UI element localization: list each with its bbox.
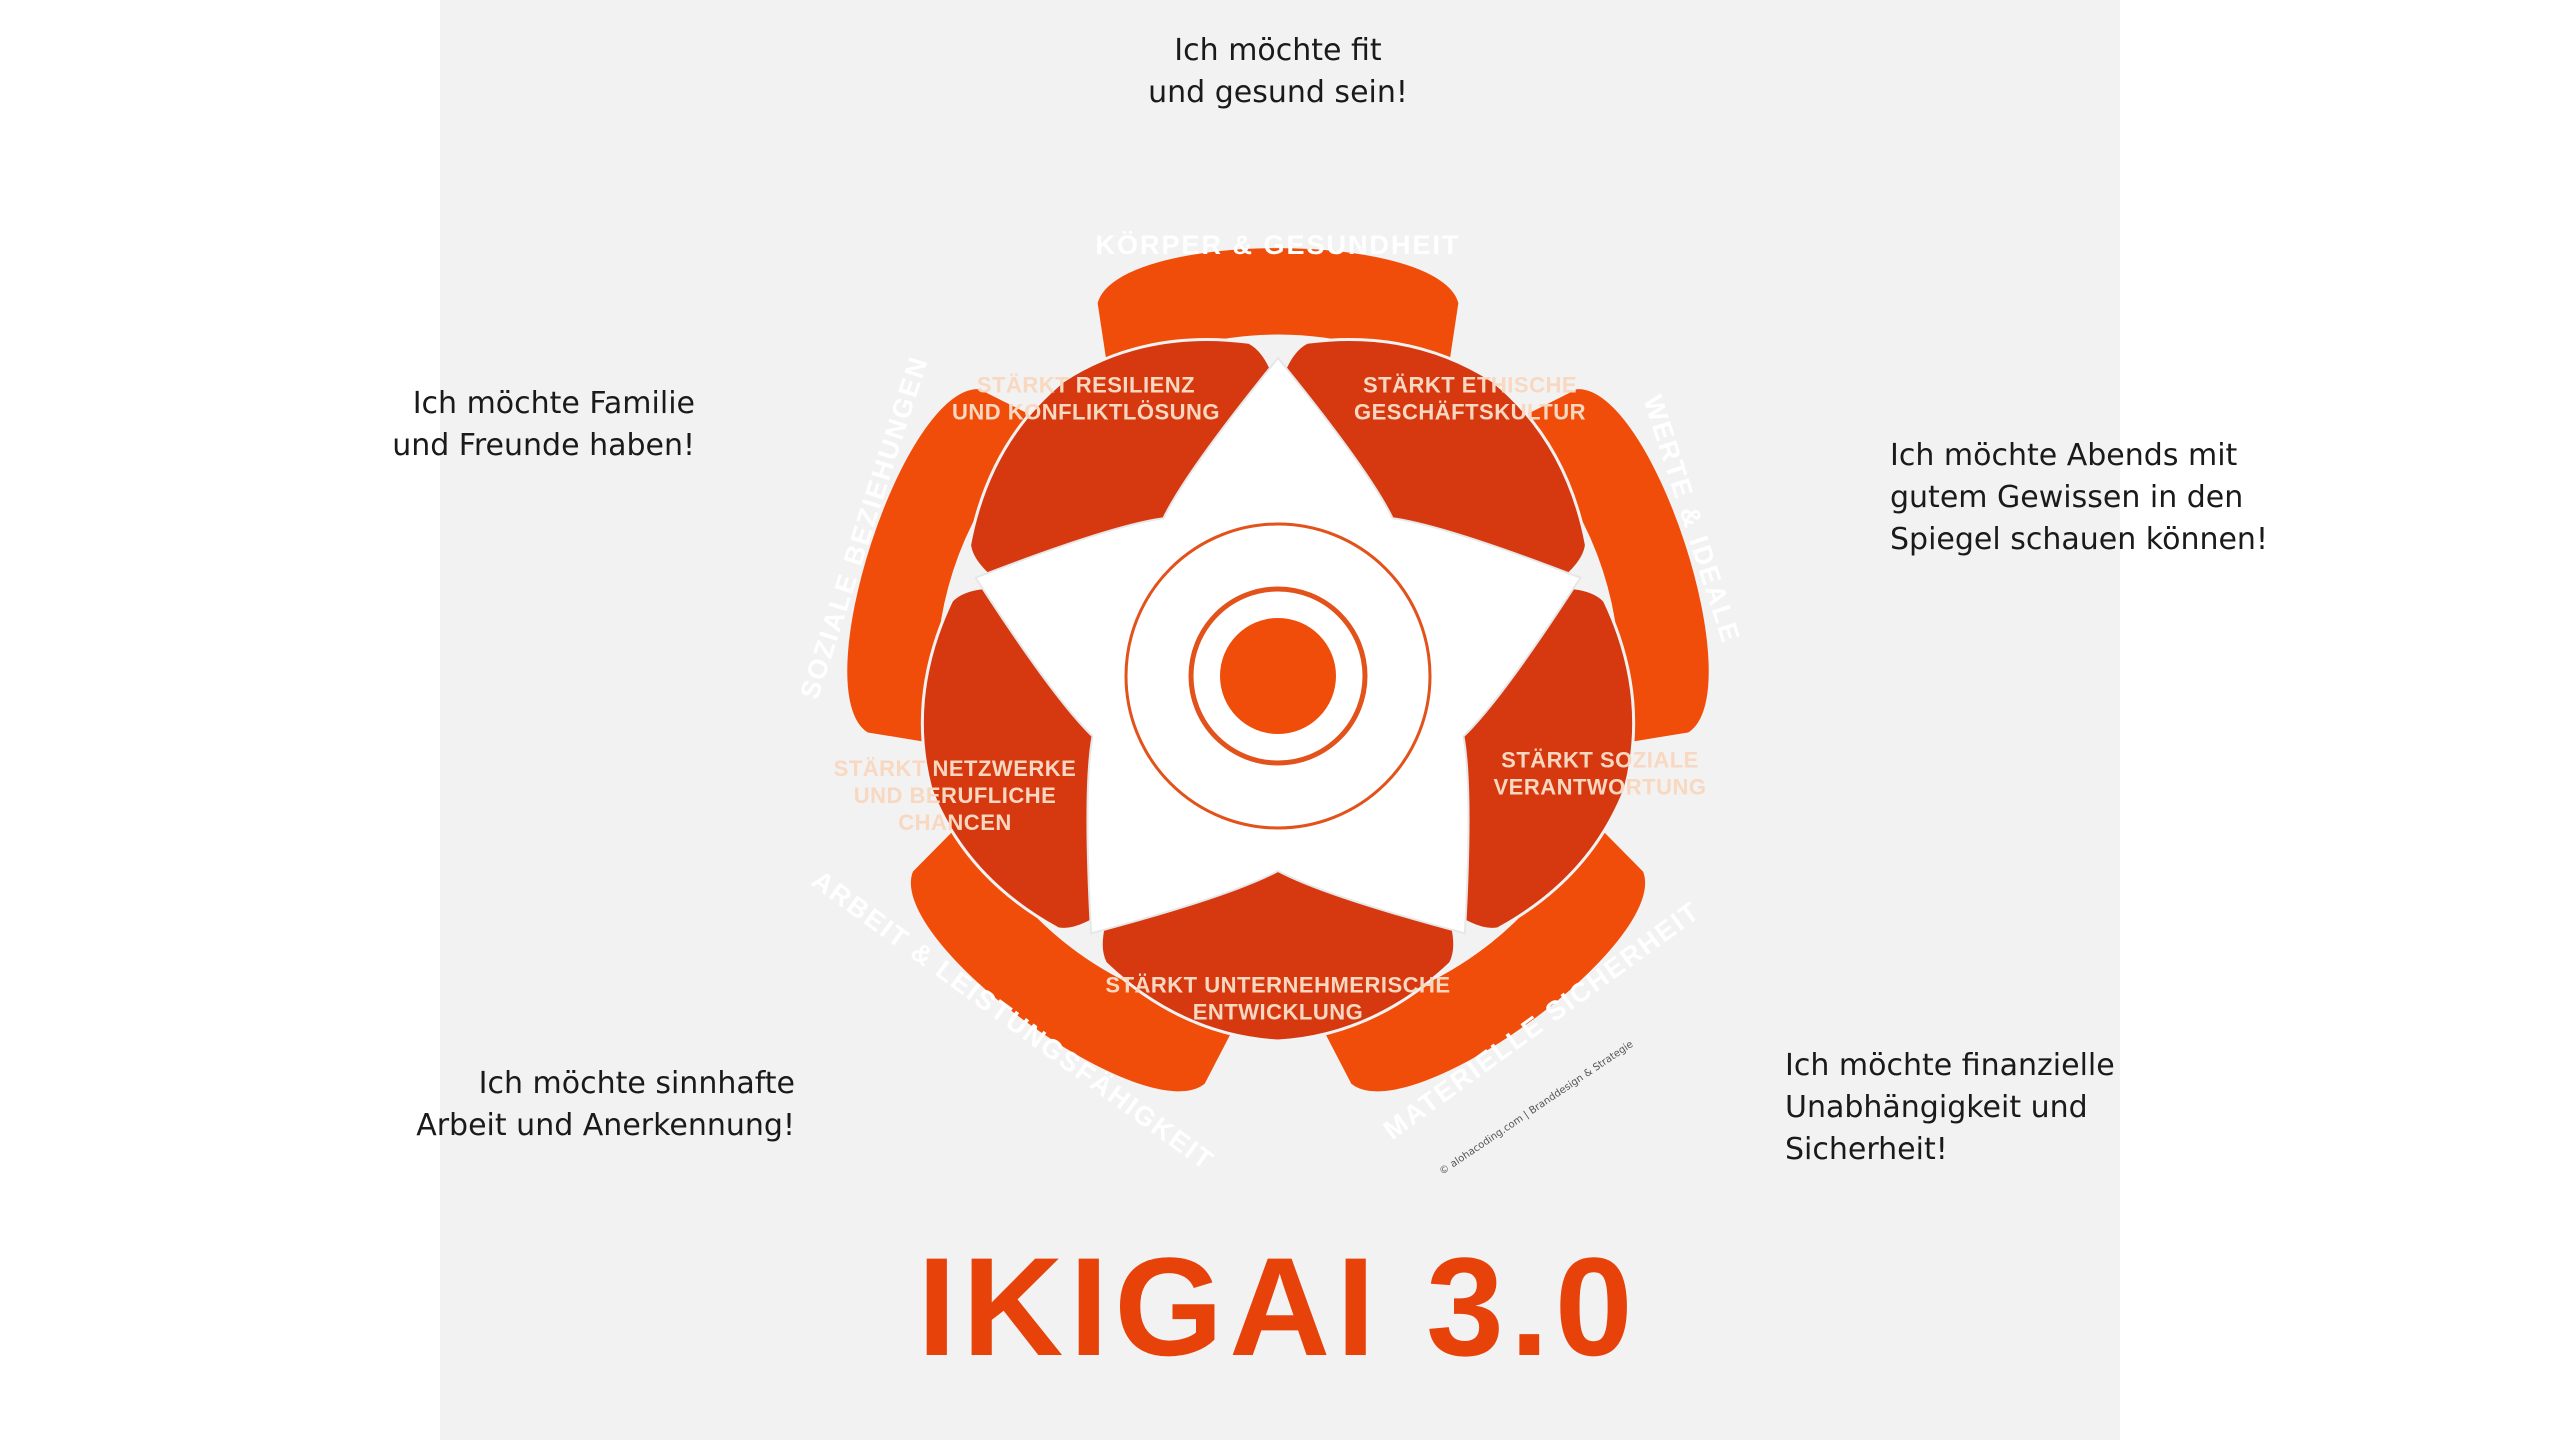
caption-right: gutem Gewissen in den — [1890, 480, 2243, 515]
caption-right: Ich möchte Abends mit — [1890, 438, 2238, 473]
outer-petal-label: KÖRPER & GESUNDHEIT — [1095, 230, 1460, 260]
inner-petal-label: STÄRKT ETHISCHE — [1363, 372, 1577, 397]
caption-bottom-right: Sicherheit! — [1785, 1132, 1948, 1167]
inner-petal-label: STÄRKT SOZIALE — [1501, 747, 1699, 772]
inner-petal-label: UND KONFLIKTLÖSUNG — [952, 399, 1220, 424]
center-dot — [1220, 618, 1336, 734]
inner-petal-label: ENTWICKLUNG — [1193, 999, 1363, 1024]
caption-right: Spiegel schauen können! — [1890, 522, 2268, 557]
inner-petal-label: STÄRKT NETZWERKE — [834, 756, 1077, 781]
captions: Ich möchte fit und gesund sein! Ich möchte… — [392, 33, 2268, 1167]
inner-petal-label: UND BERUFLICHE — [854, 783, 1057, 808]
caption-left: und Freunde haben! — [392, 428, 695, 463]
inner-petal-label: STÄRKT RESILIENZ — [977, 372, 1195, 397]
inner-petal-label: GESCHÄFTSKULTUR — [1354, 399, 1586, 424]
caption-bottom-left: Arbeit und Anerkennung! — [416, 1108, 795, 1143]
caption-bottom-right: Unabhängigkeit und — [1785, 1090, 2088, 1125]
center-middle-ring — [1188, 586, 1368, 766]
inner-petal-label: STÄRKT UNTERNEHMERISCHE — [1105, 972, 1450, 997]
page-title: IKIGAI 3.0 — [917, 1228, 1638, 1385]
inner-petal-label: VERANTWORTUNG — [1493, 774, 1706, 799]
caption-bottom-left: Ich möchte sinnhafte — [479, 1066, 795, 1101]
caption-left: Ich möchte Familie — [413, 386, 695, 421]
caption-bottom-right: Ich möchte finanzielle — [1785, 1048, 2115, 1083]
caption-top: und gesund sein! — [1148, 75, 1408, 110]
inner-petal-label: CHANCEN — [898, 810, 1012, 835]
center-outer-ring — [1124, 522, 1432, 830]
caption-top: Ich möchte fit — [1174, 33, 1382, 68]
